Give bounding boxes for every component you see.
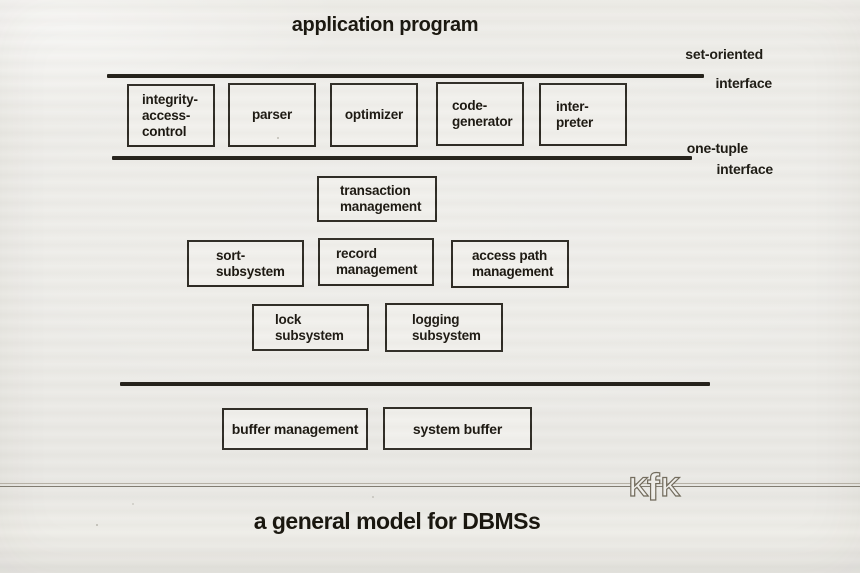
- box-label: transaction management: [340, 183, 422, 214]
- box-interpreter: inter- preter: [539, 83, 627, 146]
- box-lock-subsystem: lock subsystem: [252, 304, 369, 351]
- box-label: integrity- access- control: [142, 91, 198, 139]
- system-buffer-interface-line: [120, 382, 710, 386]
- label-set-oriented: set-oriented: [685, 46, 763, 62]
- box-transaction-management: transaction management: [317, 176, 437, 222]
- label-one-tuple-interface: interface: [716, 161, 773, 177]
- box-label: inter- preter: [556, 98, 594, 130]
- box-access-path-management: access path management: [451, 240, 569, 288]
- box-label: buffer management: [231, 421, 359, 437]
- film-dust-speck: [96, 524, 98, 526]
- box-integrity-access-control: integrity- access- control: [127, 84, 215, 147]
- box-label: logging subsystem: [412, 311, 481, 343]
- box-label: parser: [251, 107, 293, 122]
- set-oriented-interface-line: [107, 74, 704, 78]
- film-dust-speck: [132, 503, 134, 505]
- kfk-logo-letter: K: [629, 472, 649, 502]
- page-title: application program: [291, 14, 479, 36]
- box-buffer-management: buffer management: [222, 408, 368, 450]
- kfk-logo-letter: f: [647, 467, 660, 507]
- box-label: system buffer: [412, 420, 503, 437]
- box-label: access path management: [472, 248, 554, 279]
- box-code-generator: code- generator: [436, 82, 524, 146]
- one-tuple-interface-line: [112, 156, 692, 160]
- film-dust-speck: [277, 137, 279, 139]
- kfk-logo: K f K: [628, 466, 681, 507]
- kfk-logo-letter: K: [661, 472, 681, 502]
- box-label: optimizer: [344, 107, 404, 122]
- label-one-tuple: one-tuple: [686, 140, 748, 156]
- box-record-management: record management: [318, 238, 434, 286]
- slide-frame-line-lower: [0, 486, 860, 487]
- film-dust-speck: [372, 496, 374, 498]
- box-optimizer: optimizer: [330, 83, 418, 147]
- box-label: sort- subsystem: [216, 247, 285, 279]
- label-set-oriented-interface: interface: [715, 75, 772, 91]
- box-parser: parser: [228, 83, 316, 147]
- box-sort-subsystem: sort- subsystem: [187, 240, 304, 287]
- box-logging-subsystem: logging subsystem: [385, 303, 503, 352]
- box-label: lock subsystem: [275, 311, 344, 343]
- box-label: code- generator: [452, 98, 513, 129]
- box-label: record management: [336, 246, 418, 277]
- slide-frame-line-upper: [0, 483, 860, 484]
- box-system-buffer: system buffer: [383, 407, 532, 450]
- slide-caption: a general model for DBMSs: [253, 508, 541, 534]
